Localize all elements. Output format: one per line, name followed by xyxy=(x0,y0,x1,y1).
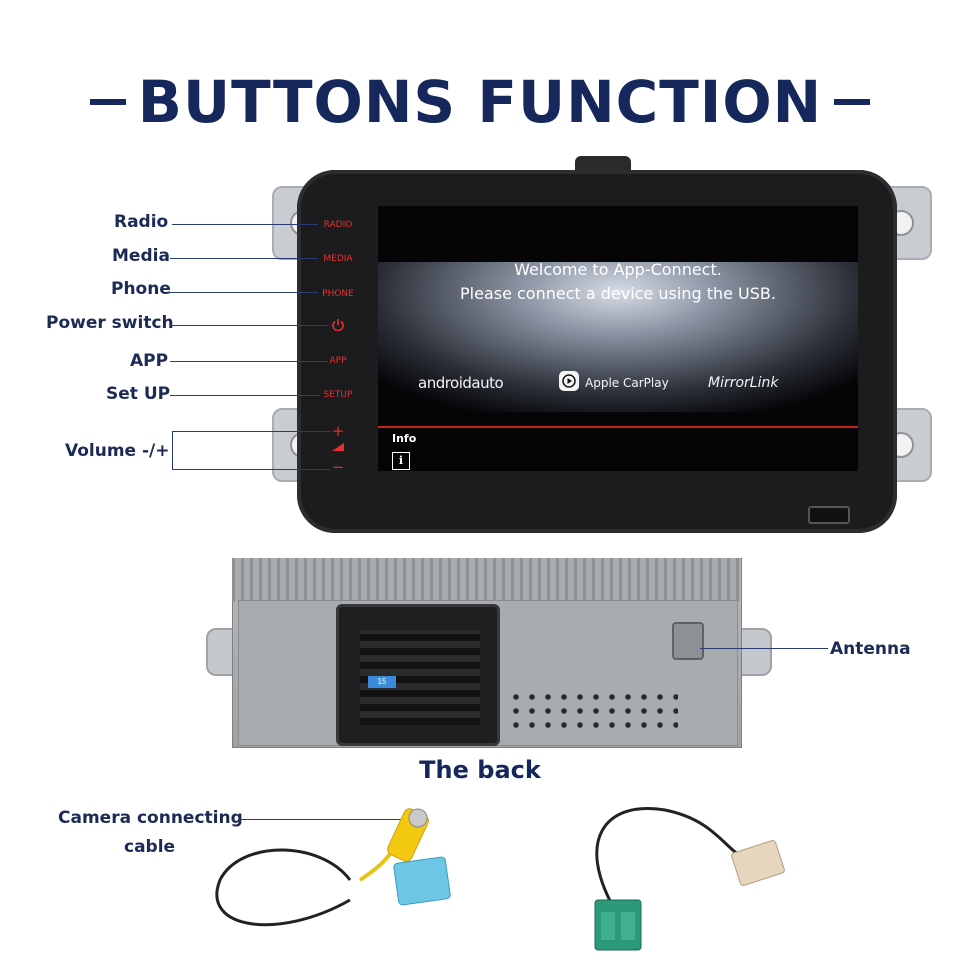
leader-power xyxy=(170,325,328,326)
callout-app: APP xyxy=(130,351,169,371)
callout-antenna: Antenna xyxy=(830,639,911,659)
setup-button[interactable]: SETUP xyxy=(323,390,353,400)
app-button[interactable]: APP xyxy=(329,356,347,366)
callout-phone: Phone xyxy=(111,279,171,299)
screen-divider xyxy=(378,426,858,428)
chassis-top-ribs xyxy=(232,558,740,602)
page-title: BUTTONS FUNCTION xyxy=(137,68,823,136)
welcome-line-2: Please connect a device using the USB. xyxy=(460,284,776,303)
callout-radio: Radio xyxy=(114,212,169,232)
leader-radio xyxy=(172,224,318,225)
leader-phone xyxy=(168,292,318,293)
headline: BUTTONS FUNCTION xyxy=(0,62,960,142)
info-label: Info xyxy=(392,432,417,445)
leader-setup xyxy=(170,395,320,396)
app-logos: androidauto Apple CarPlay MirrorLink xyxy=(378,370,858,400)
headline-dash-right xyxy=(834,99,871,105)
leader-app xyxy=(170,361,328,362)
antenna-port xyxy=(672,622,704,660)
leader-antenna xyxy=(700,648,828,649)
callout-media: Media xyxy=(112,246,170,266)
power-button[interactable] xyxy=(318,318,358,335)
leader-camera xyxy=(238,819,406,820)
mirrorlink-logo: MirrorLink xyxy=(708,375,779,391)
callout-camera-line-2: cable xyxy=(124,837,176,857)
screen-glow xyxy=(378,262,858,412)
usb-port xyxy=(808,506,850,524)
callout-camera-line-1: Camera connecting xyxy=(58,808,243,828)
phone-button[interactable]: PHONE xyxy=(322,289,354,299)
welcome-message: Welcome to App-Connect. Please connect a… xyxy=(378,258,858,306)
volume-up-button[interactable]: + xyxy=(331,422,345,440)
headline-dash-left xyxy=(89,99,126,105)
android-auto-logo: androidauto xyxy=(418,374,504,392)
vent-holes xyxy=(508,690,678,734)
leader-volume-up xyxy=(172,431,330,432)
power-icon xyxy=(332,319,344,332)
carplay-icon xyxy=(558,370,580,396)
callout-power-switch: Power switch xyxy=(46,313,174,333)
volume-down-button[interactable]: − xyxy=(331,458,345,476)
antenna-adapter-cable xyxy=(594,807,785,951)
display-screen[interactable]: Welcome to App-Connect. Please connect a… xyxy=(378,206,858,471)
carplay-logo: Apple CarPlay xyxy=(585,376,669,390)
welcome-line-1: Welcome to App-Connect. xyxy=(514,260,722,279)
info-icon[interactable]: i xyxy=(392,452,410,470)
callout-volume: Volume -/+ xyxy=(65,441,170,461)
leader-volume-down xyxy=(172,469,330,470)
back-title: The back xyxy=(419,756,541,784)
camera-cable xyxy=(215,808,451,927)
callout-setup: Set UP xyxy=(106,384,171,404)
radio-button[interactable]: RADIO xyxy=(323,220,353,230)
volume-ramp-icon xyxy=(332,443,344,451)
leader-media xyxy=(170,258,318,259)
fuse-label: 15 xyxy=(368,676,396,688)
media-button[interactable]: MEDIA xyxy=(323,254,353,264)
volume-indicator xyxy=(318,443,358,454)
leader-volume-bracket xyxy=(172,431,173,469)
top-mount-tab xyxy=(575,156,631,174)
